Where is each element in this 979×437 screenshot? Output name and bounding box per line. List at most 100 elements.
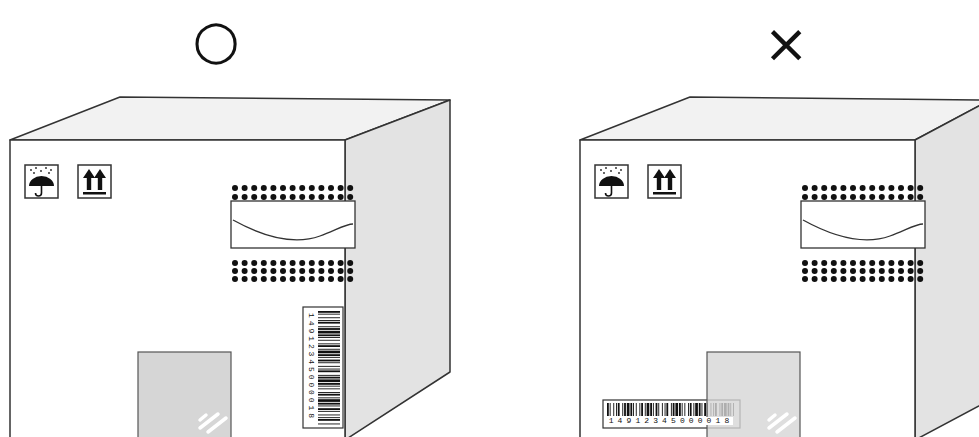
print-dot: [299, 194, 305, 200]
print-dot: [270, 260, 276, 266]
barcode-bar: [318, 334, 340, 336]
barcode-bar: [318, 326, 340, 328]
barcode-bar: [318, 377, 340, 379]
up-arrow: [653, 169, 665, 190]
print-dot: [290, 260, 296, 266]
barcode-digits: 14912345000018: [307, 313, 315, 421]
barcode-bar: [318, 383, 340, 385]
print-dot: [280, 268, 286, 274]
print-dot: [232, 260, 238, 266]
print-dot: [347, 268, 353, 274]
print-dot: [879, 276, 885, 282]
barcode-bar: [318, 368, 340, 370]
rain-drop: [603, 172, 605, 174]
barcode-bar: [607, 403, 609, 416]
print-dot: [242, 260, 248, 266]
print-dot: [908, 268, 914, 274]
barcode-bar: [627, 403, 630, 416]
barcode-bar: [613, 403, 615, 416]
print-dot: [869, 268, 875, 274]
wrong-mark: ×: [763, 17, 808, 71]
print-dot: [328, 194, 334, 200]
print-dot: [812, 194, 818, 200]
print-dot: [280, 276, 286, 282]
rain-drop: [50, 169, 52, 171]
barcode-bar: [650, 403, 652, 416]
packing-tape: [138, 352, 231, 437]
print-dot: [338, 194, 344, 200]
print-dot: [821, 260, 827, 266]
print-dot: [869, 185, 875, 191]
barcode-bar: [318, 379, 340, 382]
barcode-bar: [318, 365, 340, 367]
barcode-bar: [318, 419, 340, 421]
barcode-bar: [622, 403, 624, 416]
print-dot: [328, 276, 334, 282]
barcode-bar: [681, 403, 683, 416]
umbrella-handle: [606, 186, 612, 196]
print-dot: [270, 185, 276, 191]
barcode-bar: [318, 423, 340, 425]
print-dot: [338, 260, 344, 266]
up-arrow: [83, 169, 95, 190]
tape-shine: [200, 415, 206, 420]
up-arrow: [664, 169, 676, 190]
up-arrow: [94, 169, 106, 190]
print-dot: [242, 268, 248, 274]
print-dot: [840, 276, 846, 282]
print-dot: [251, 268, 257, 274]
print-dot: [860, 276, 866, 282]
barcode-bar: [318, 410, 340, 412]
print-dot: [309, 185, 315, 191]
barcode-bar: [318, 328, 340, 330]
barcode-bar: [318, 370, 340, 372]
barcode-bar: [652, 403, 654, 416]
barcode-bar: [318, 414, 340, 416]
print-dot: [869, 260, 875, 266]
barcode-bar: [318, 399, 340, 402]
barcode-bar: [318, 343, 340, 345]
print-dot: [261, 268, 267, 274]
barcode-bar: [616, 403, 618, 416]
label-wave: [803, 220, 923, 240]
print-dot: [831, 185, 837, 191]
print-dot: [290, 268, 296, 274]
print-dot: [261, 185, 267, 191]
print-dot: [917, 276, 923, 282]
print-dot: [898, 194, 904, 200]
print-dot: [232, 276, 238, 282]
barcode-bar: [318, 408, 340, 410]
print-dot: [917, 268, 923, 274]
print-dot: [879, 185, 885, 191]
barcode-bar: [318, 313, 340, 315]
print-dot: [917, 194, 923, 200]
barcode-bar: [641, 403, 643, 416]
print-dot: [318, 185, 324, 191]
arrow-base: [653, 192, 676, 195]
print-dot: [251, 194, 257, 200]
barcode-bar: [633, 403, 635, 416]
print-dot: [908, 185, 914, 191]
umbrella-handle: [36, 186, 42, 196]
tape-shine: [769, 415, 775, 420]
barcode-bar: [693, 403, 695, 416]
print-dot: [879, 260, 885, 266]
box-side: [345, 100, 450, 437]
print-dot: [888, 268, 894, 274]
barcode-bar: [609, 403, 611, 416]
barcode-bar: [318, 388, 340, 390]
print-dot: [347, 185, 353, 191]
barcode-bar: [318, 405, 340, 407]
print-dot: [812, 260, 818, 266]
print-dot: [242, 194, 248, 200]
print-dot: [299, 260, 305, 266]
print-dot: [232, 194, 238, 200]
print-dot: [309, 276, 315, 282]
print-dot: [850, 276, 856, 282]
rain-drop: [620, 169, 622, 171]
barcode-bar: [318, 320, 340, 322]
print-dot: [290, 194, 296, 200]
print-dot: [802, 194, 808, 200]
print-dot: [821, 194, 827, 200]
print-dot: [318, 194, 324, 200]
